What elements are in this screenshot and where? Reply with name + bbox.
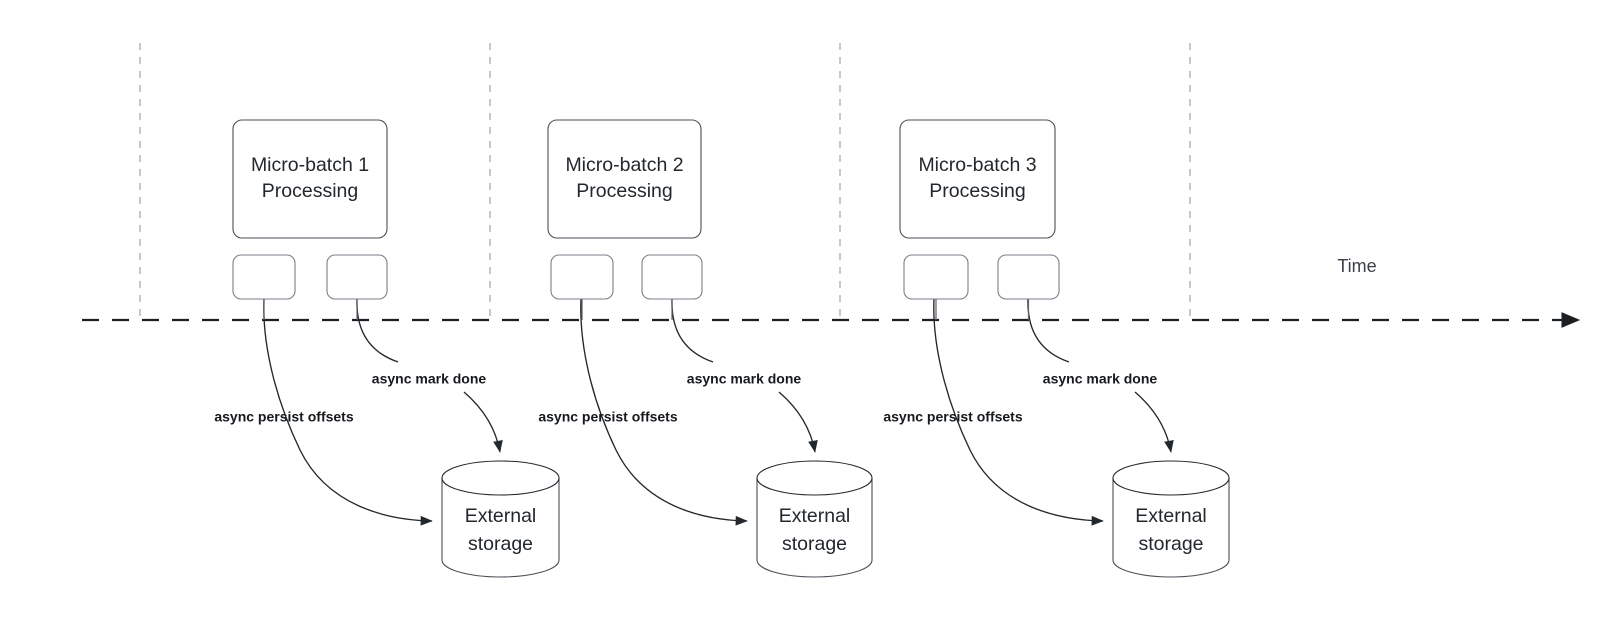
micro-batch-3-group: Micro-batch 3 Processing (899, 119, 1056, 239)
micro-batch-1-box[interactable] (232, 119, 388, 239)
micro-batch-1-title-line2: Processing (262, 180, 358, 202)
micro-batch-2-mark-done-task[interactable] (641, 254, 703, 300)
micro-batch-3-storage-label-line2: storage (1138, 533, 1203, 555)
time-axis-label: Time (1337, 256, 1376, 276)
micro-batch-2-persist-offsets-task[interactable] (550, 254, 614, 300)
micro-batch-1-group: Micro-batch 1 Processing (232, 119, 388, 239)
micro-batch-1-persist-offsets-task[interactable] (232, 254, 296, 300)
micro-batch-1-cylinder-body (441, 477, 560, 578)
micro-batch-2-external-storage[interactable]: External storage (756, 460, 873, 578)
micro-batch-2-storage-label-line2: storage (782, 533, 847, 555)
edge-labels: async persist offsets async mark done asyn… (214, 371, 1157, 425)
micro-batch-2-title-line1: Micro-batch 2 (565, 154, 683, 176)
async-persist-offsets-edge (933, 298, 1104, 526)
micro-batch-3-title-line2: Processing (929, 180, 1025, 202)
micro-batch-2-group: Micro-batch 2 Processing (547, 119, 702, 239)
async-persist-offsets-edge-label: async persist offsets (883, 409, 1022, 425)
micro-batch-1-cylinder-top (441, 460, 560, 496)
micro-batch-2-storage-label-line1: External (779, 505, 851, 527)
micro-batch-1-title-line1: Micro-batch 1 (251, 154, 369, 176)
async-persist-offsets-edge (580, 298, 748, 526)
flow-edges (263, 298, 1171, 526)
micro-batch-2-box[interactable] (547, 119, 702, 239)
async-mark-done-edge-label: async mark done (372, 371, 487, 387)
micro-batch-3-external-storage[interactable]: External storage (1112, 460, 1230, 578)
micro-batch-3-mark-done-task[interactable] (997, 254, 1060, 300)
micro-batch-3-title-line1: Micro-batch 3 (918, 154, 1036, 176)
micro-batch-1-external-storage[interactable]: External storage (441, 460, 560, 578)
async-persist-offsets-edge-label: async persist offsets (214, 409, 353, 425)
async-mark-done-edge-label: async mark done (687, 371, 802, 387)
micro-batch-3-cylinder-body (1112, 477, 1230, 578)
async-persist-offsets-edge (263, 298, 433, 526)
async-mark-done-edge-label: async mark done (1043, 371, 1158, 387)
micro-batch-1-mark-done-task[interactable] (326, 254, 388, 300)
micro-batch-2-cylinder-top (756, 460, 873, 496)
time-axis: Time (82, 256, 1581, 328)
micro-batch-3-persist-offsets-task[interactable] (903, 254, 969, 300)
async-persist-offsets-edge-label: async persist offsets (538, 409, 677, 425)
phase-separators (139, 43, 1191, 320)
micro-batch-2-cylinder-body (756, 477, 873, 578)
micro-batch-3-cylinder-top (1112, 460, 1230, 496)
micro-batch-2-title-line2: Processing (576, 180, 672, 202)
micro-batch-1-storage-label-line1: External (465, 505, 537, 527)
micro-batch-3-box[interactable] (899, 119, 1056, 239)
micro-batch-3-storage-label-line1: External (1135, 505, 1207, 527)
micro-batch-1-storage-label-line2: storage (468, 533, 533, 555)
